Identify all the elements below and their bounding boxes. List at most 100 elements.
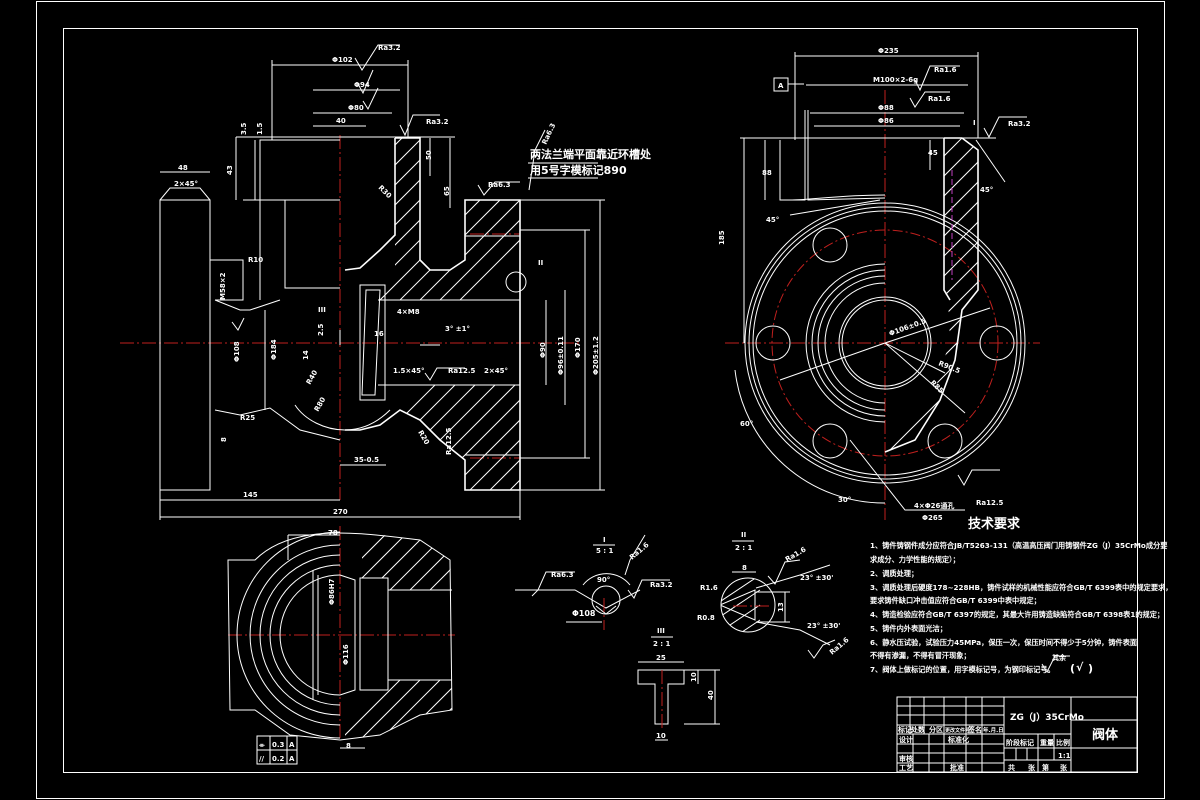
dim-35: 35-0.5 (354, 456, 379, 464)
flange-outer-circle (744, 202, 1026, 484)
dim-chamfer-1-5: 1.5×45° (393, 367, 425, 375)
dim-r40: R40 (305, 369, 320, 386)
bolt-hole (812, 423, 848, 459)
angle-30: 30° (838, 496, 851, 504)
detail-III-title: III (657, 627, 665, 635)
detail-II-marker (505, 271, 527, 293)
tech-req-title: 技术要求 (968, 516, 1021, 532)
detail-I-scale: 5 : 1 (596, 547, 614, 555)
tb-process: 工艺 (899, 763, 913, 772)
tb-reviewer: 审核 (899, 754, 913, 763)
angle-60: 60° (740, 420, 753, 428)
dim-48: 48 (178, 164, 188, 172)
tb-sheet: 张 (1060, 763, 1068, 772)
dim-r25: R25 (240, 414, 255, 422)
angle-23-bottom: 23° ±30' (807, 622, 840, 630)
dim-d108: Φ108 (572, 609, 596, 618)
bolt-hole (979, 325, 1015, 361)
dim-d102: Φ102 (332, 56, 353, 64)
roughness-label: Ra1.6 (828, 636, 850, 657)
material: ZG（J）35CrMo (1010, 712, 1084, 723)
dim-d205: Φ205±1.2 (592, 336, 600, 375)
tb-scale: 比例 (1056, 738, 1070, 747)
tb-weight: 重量 (1040, 738, 1054, 747)
tech-req-item: 3、调质处理后硬度178~228HB，铸件试样的机械性能应符合GB/T 6399… (870, 583, 1172, 592)
bore-circle (841, 299, 929, 387)
roughness-label: Ra12.5 (448, 367, 476, 375)
dim-2-5: 2.5 (317, 323, 325, 336)
tb-total: 共 (1008, 763, 1015, 772)
roughness-symbol-other (1041, 655, 1070, 674)
roughness-label: Ra6.3 (551, 571, 574, 579)
dim-10: 10 (690, 672, 698, 682)
dim-d90: Φ90 (539, 342, 547, 358)
dim-40: 40 (336, 117, 346, 125)
tb-designer: 设计 (899, 735, 913, 744)
dim-43: 43 (226, 165, 234, 175)
tech-req-item: 5、铸件内外表面光洁； (870, 624, 947, 633)
flange-outer-circle-2 (748, 206, 1022, 480)
symmetry-symbol: ⌯ (258, 741, 265, 749)
dim-8: 8 (220, 437, 228, 442)
dim-chamfer-2: 2×45° (484, 367, 508, 375)
detail-I-title: I (603, 536, 606, 544)
roughness-label: Ra1.6 (934, 66, 957, 74)
inner-border (63, 28, 1138, 773)
dim-d88: Φ88 (878, 104, 894, 112)
roughness-check: ( (1070, 662, 1075, 675)
roughness-check-close: ) (1088, 662, 1093, 675)
tech-req-item: 6、静水压试验，试验压力45MPa，保压一次，保压时间不得少于5分钟，铸件表面 (870, 638, 1137, 647)
bolt-hole (927, 423, 963, 459)
dim-8: 8 (742, 564, 747, 572)
dim-r80: R80 (313, 396, 328, 413)
tolerance-value: 0.2 (272, 755, 285, 763)
side-dimension-lines (740, 52, 1027, 487)
dim-d86: Φ86 (878, 117, 894, 125)
detail-III-scale: 2 : 1 (653, 640, 671, 648)
dim-d94: Φ94 (354, 81, 370, 89)
roughness-label: Ra12.5 (976, 499, 1004, 507)
detail-II-title: II (741, 531, 746, 539)
dim-r1-6: R1.6 (700, 584, 718, 592)
angle-90: 90° (597, 576, 610, 584)
left-flange-outline (159, 199, 211, 491)
dim-d108: Φ108 (233, 341, 241, 362)
dim-45: 45 (928, 149, 938, 157)
dim-d96: Φ96±0.11 (557, 336, 565, 375)
dim-d184: Φ184 (270, 339, 278, 360)
dim-d106: Φ106±0.5 (888, 317, 927, 338)
tb-sheet-no: 第 (1042, 763, 1049, 772)
tech-req-item: 4、铸造检验应符合GB/T 6397的规定，其最大许用铸造缺陷符合GB/T 63… (870, 610, 1164, 619)
dim-10b: 10 (656, 732, 666, 740)
dim-d80: Φ80 (348, 104, 364, 112)
dim-145: 145 (243, 491, 258, 499)
roughness-label: Ra6.3 (488, 181, 511, 189)
dim-r10: R10 (248, 256, 263, 264)
roughness-check-symbol: √ (1076, 661, 1084, 674)
angle-23-top: 23° ±30' (800, 574, 833, 582)
title-block: 标记 处数 分区 更改文件号 签名 年.月.日 设计 审核 工艺 标准化 批准 … (896, 696, 1138, 773)
outer-border (36, 1, 1165, 799)
detail-I-view: I 5 : 1 Ra6.3 Ra3.2 Ra1.6 90° Φ108 (515, 534, 673, 630)
tb-standardization: 标准化 (947, 735, 969, 744)
dim-270: 270 (333, 508, 348, 516)
detail-I-label: I (973, 119, 976, 127)
detail-II-view: II 2 : 1 8 13 R1.6 R0.8 Ra1.6 Ra1.6 23° … (697, 531, 851, 659)
bolt-hole (812, 227, 848, 263)
side-view: Φ235 A M100×2-6g Ra1.6 Φ88 Ra1.6 Φ86 I R… (718, 47, 1040, 522)
roughness-label: Ra3.2 (426, 118, 449, 126)
front-dimension-lines (159, 60, 605, 520)
dim-65: 65 (443, 186, 451, 196)
tolerance-frame: ⌯ 0.3 A // 0.2 A (256, 735, 298, 765)
front-section-view: Φ102 Ra3.2 Φ94 Φ80 40 Ra3.2 3.5 1.5 43 4… (120, 44, 652, 520)
dim-40: 40 (707, 690, 715, 700)
tb-header: 签名 (967, 725, 982, 734)
dim-thread-m: M100×2-6g (873, 76, 918, 84)
dim-d235: Φ235 (878, 47, 899, 55)
roughness-label: Ra3.2 (1008, 120, 1031, 128)
dim-88: 88 (762, 169, 772, 177)
part-name: 阀体 (1092, 727, 1119, 743)
detail-II-label: II (538, 259, 543, 267)
dim-m58: M58×2 (219, 272, 227, 300)
